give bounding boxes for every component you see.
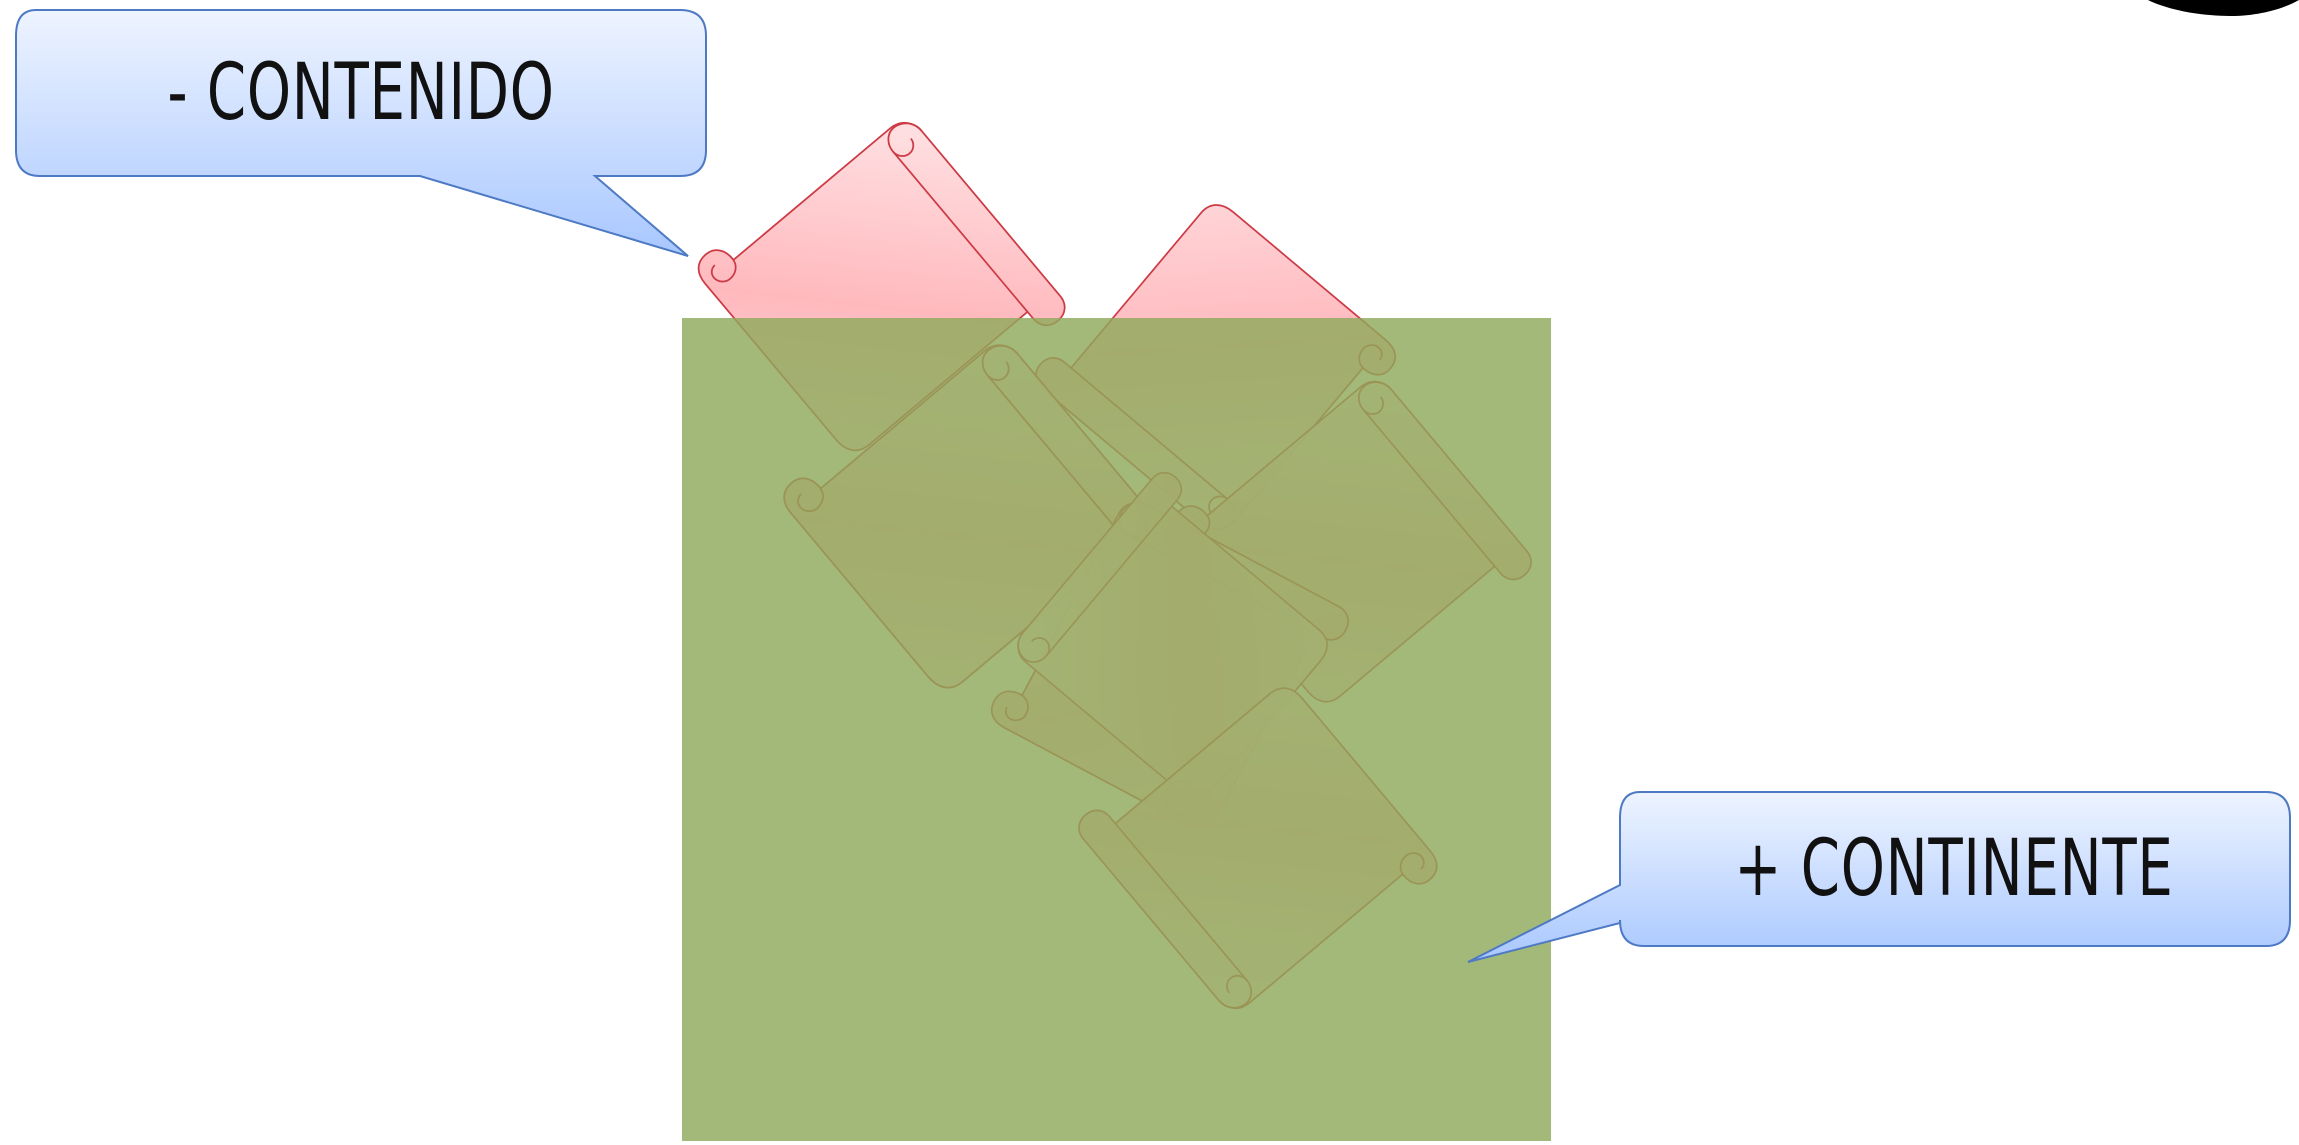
callout-contenido-label: - CONTENIDO (113, 10, 610, 176)
corner-partial-circle (2148, 0, 2299, 16)
callout-continente-label: + CONTINENTE (1712, 792, 2196, 946)
container-square (682, 318, 1551, 1141)
